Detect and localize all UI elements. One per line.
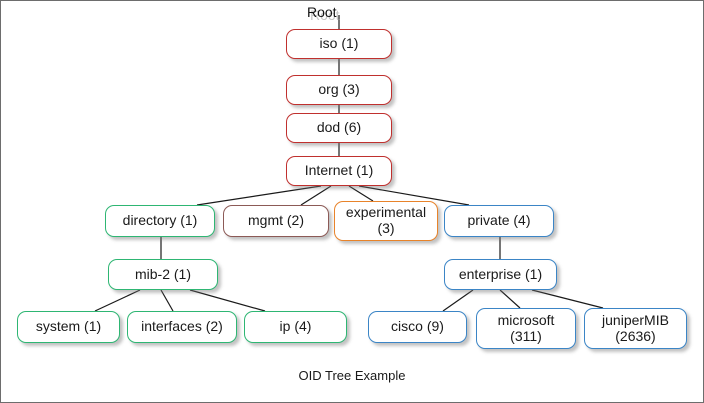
oid-node-system[interactable]: system (1) (17, 311, 120, 343)
oid-node-label: microsoft (311) (497, 311, 555, 344)
oid-node-ip[interactable]: ip (4) (244, 311, 347, 343)
tree-edge (300, 185, 332, 206)
oid-node-label: system (1) (35, 318, 102, 335)
oid-node-label: Internet (1) (304, 162, 374, 179)
oid-node-label: mib-2 (1) (134, 265, 191, 282)
oid-node-label: org (3) (318, 81, 360, 98)
tree-edge (442, 289, 474, 312)
oid-node-label: cisco (9) (391, 318, 444, 335)
oid-node-label: private (4) (467, 212, 531, 229)
oid-node-label: juniperMIB (2636) (602, 311, 669, 344)
oid-node-microsoft[interactable]: microsoft (311) (476, 308, 576, 349)
oid-node-private[interactable]: private (4) (444, 205, 554, 237)
oid-node-iso[interactable]: iso (1) (286, 29, 392, 59)
oid-node-experimental[interactable]: experimental (3) (334, 201, 438, 241)
oid-node-mgmt[interactable]: mgmt (2) (223, 205, 329, 237)
oid-node-label: dod (6) (316, 119, 362, 136)
tree-edge (196, 185, 322, 206)
oid-node-label: enterprise (1) (458, 265, 543, 282)
oid-node-juniper[interactable]: juniperMIB (2636) (584, 308, 687, 349)
oid-node-org[interactable]: org (3) (286, 75, 392, 105)
diagram-caption: OID Tree Example (298, 368, 406, 383)
oid-node-dod[interactable]: dod (6) (286, 113, 392, 143)
oid-node-enterprise[interactable]: enterprise (1) (444, 259, 557, 290)
tree-edge (531, 289, 604, 309)
oid-node-interfaces[interactable]: interfaces (2) (127, 311, 237, 343)
tree-edge (348, 185, 374, 202)
oid-node-internet[interactable]: Internet (1) (286, 156, 392, 186)
oid-node-label: iso (1) (319, 35, 359, 52)
tree-edge (189, 289, 266, 312)
oid-node-mib2[interactable]: mib-2 (1) (108, 259, 218, 290)
tree-edge (499, 289, 521, 309)
oid-node-label: ip (4) (279, 318, 312, 335)
oid-node-label: experimental (3) (345, 204, 427, 236)
tree-edge (94, 289, 141, 312)
oid-node-label: mgmt (2) (248, 212, 304, 229)
oid-node-cisco[interactable]: cisco (9) (368, 311, 467, 343)
oid-node-label: directory (1) (122, 212, 198, 229)
oid-node-directory[interactable]: directory (1) (105, 205, 215, 237)
tree-edge (160, 289, 174, 312)
root-node-label: Root (307, 4, 337, 20)
oid-node-label: interfaces (2) (141, 318, 223, 335)
